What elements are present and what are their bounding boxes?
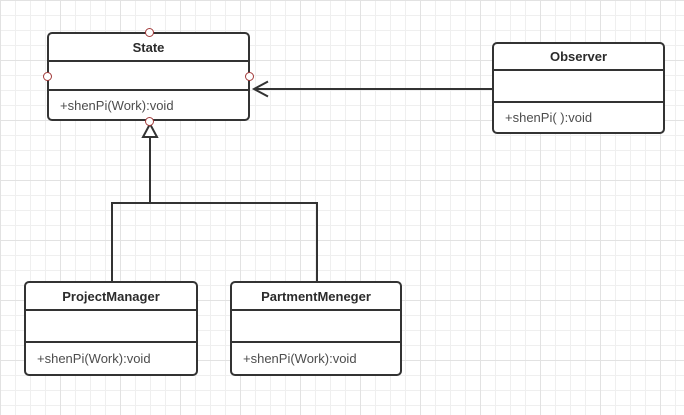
open-arrowhead-icon [251, 80, 269, 98]
class-methods-partmentmeneger: +shenPi(Work):void [243, 351, 357, 366]
class-attributes-state [49, 62, 248, 91]
class-name-projectmanager: ProjectManager [26, 283, 196, 311]
class-box-state[interactable]: State +shenPi(Work):void [47, 32, 250, 121]
class-name-state: State [49, 34, 248, 62]
class-attributes-observer [494, 71, 663, 103]
class-methods-state: +shenPi(Work):void [60, 97, 174, 113]
generalization-connector-to-state[interactable] [111, 121, 318, 282]
class-box-partmentmeneger[interactable]: PartmentMeneger +shenPi(Work):void [230, 281, 402, 376]
class-name-observer: Observer [494, 44, 663, 71]
selection-handle-bottom[interactable] [145, 117, 154, 126]
selection-handle-left[interactable] [43, 72, 52, 81]
class-attributes-projectmanager [26, 311, 196, 343]
class-box-observer[interactable]: Observer +shenPi( ):void [492, 42, 665, 134]
class-box-projectmanager[interactable]: ProjectManager +shenPi(Work):void [24, 281, 198, 376]
class-methods-observer: +shenPi( ):void [505, 110, 593, 125]
class-name-partmentmeneger: PartmentMeneger [232, 283, 400, 311]
class-attributes-partmentmeneger [232, 311, 400, 343]
class-methods-projectmanager: +shenPi(Work):void [37, 351, 151, 366]
selection-handle-top[interactable] [145, 28, 154, 37]
association-connector-observer-to-state[interactable] [251, 80, 494, 98]
generalization-branch-lines[interactable] [111, 202, 318, 282]
selection-handle-right[interactable] [245, 72, 254, 81]
